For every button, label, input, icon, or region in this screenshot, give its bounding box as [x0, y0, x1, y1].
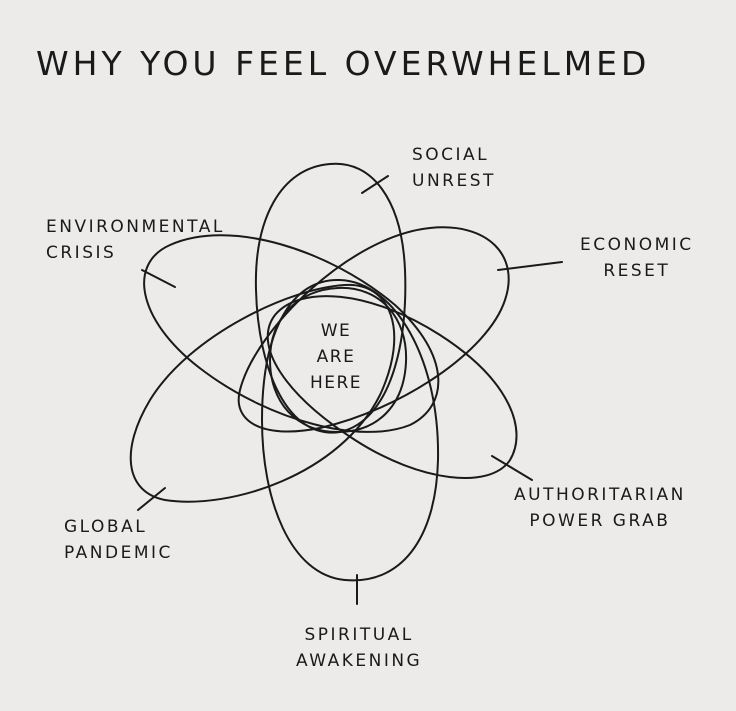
global-pointer-line [137, 487, 166, 511]
page-title: WHY YOU FEEL OVERWHELMED [36, 44, 651, 83]
label-line: PANDEMIC [64, 543, 173, 563]
authoritarian-pointer-line [491, 455, 533, 481]
center-label: WE ARE HERE [296, 318, 376, 396]
center-circle [268, 286, 408, 434]
label-line: UNREST [412, 171, 496, 191]
label-line: SOCIAL [412, 145, 490, 165]
label-line: SPIRITUAL [304, 625, 414, 645]
label-line: ECONOMIC [580, 235, 694, 255]
label-line: CRISIS [46, 243, 117, 263]
label-line: AWAKENING [296, 651, 423, 671]
economic-pointer-line [497, 261, 563, 271]
label-social-unrest: SOCIAL UNREST [412, 142, 496, 194]
center-label-line: ARE [316, 347, 356, 367]
economic-reset-ellipse [237, 226, 510, 433]
label-authoritarian-power-grab: AUTHORITARIAN POWER GRAB [514, 482, 686, 534]
label-spiritual-awakening: SPIRITUAL AWAKENING [296, 622, 422, 674]
authoritarian-power-grab-ellipse [266, 295, 518, 479]
social-pointer-line [361, 175, 389, 194]
label-line: POWER GRAB [529, 511, 671, 531]
environmental-pointer-line [141, 269, 176, 288]
center-label-line: HERE [309, 373, 363, 393]
label-global-pandemic: GLOBAL PANDEMIC [64, 514, 173, 566]
label-line: GLOBAL [64, 517, 148, 537]
label-line: AUTHORITARIAN [514, 485, 686, 505]
label-line: ENVIRONMENTAL [46, 217, 225, 237]
label-line: RESET [603, 261, 671, 281]
label-economic-reset: ECONOMIC RESET [580, 232, 694, 284]
global-pandemic-ellipse [129, 283, 396, 503]
center-label-line: WE [320, 321, 352, 341]
label-environmental-crisis: ENVIRONMENTAL CRISIS [46, 214, 225, 266]
environmental-crisis-ellipse [143, 234, 440, 433]
